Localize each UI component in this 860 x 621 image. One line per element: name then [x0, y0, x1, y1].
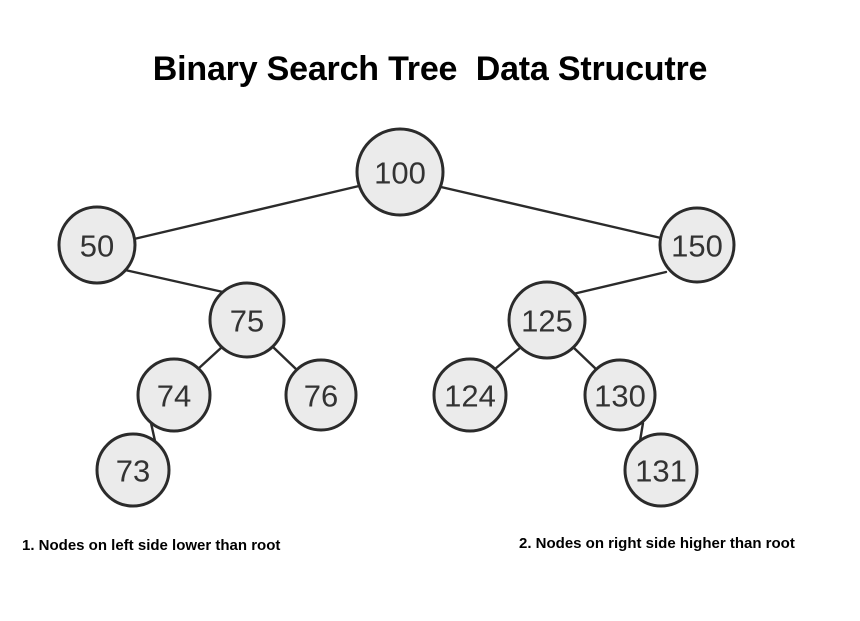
node-circle-75[interactable] [208, 281, 286, 359]
tree-edge-n100-n50 [132, 184, 361, 241]
node-circle-73[interactable] [95, 432, 171, 508]
node-circle-76[interactable] [284, 358, 358, 432]
tree-edge-n75-n74 [196, 345, 224, 371]
node-circle-131[interactable] [623, 432, 699, 508]
node-label-150: 150 [671, 229, 723, 264]
tree-nodes: 100 50 150 75 125 74 76 124 130 73 131 [57, 127, 736, 508]
tree-edge-n50-n75 [123, 268, 225, 294]
node-circle-130[interactable] [583, 358, 657, 432]
node-label-100: 100 [374, 156, 426, 191]
tree-edge-n100-n150 [439, 185, 663, 240]
tree-node-75[interactable]: 75 [208, 281, 286, 359]
node-circle-150[interactable] [658, 206, 736, 284]
node-label-73: 73 [116, 454, 150, 489]
caption-left-rule: 1. Nodes on left side lower than root [22, 537, 281, 554]
page-title: Binary Search Tree Data Strucutre [152, 50, 708, 88]
tree-node-131[interactable]: 131 [623, 432, 699, 508]
node-label-125: 125 [521, 304, 573, 339]
node-circle-124[interactable] [432, 357, 508, 433]
node-label-74: 74 [157, 379, 191, 414]
node-label-130: 130 [594, 379, 646, 414]
tree-node-125[interactable]: 125 [507, 280, 587, 360]
tree-node-130[interactable]: 130 [583, 358, 657, 432]
tree-edge-n74-n73 [149, 421, 157, 443]
tree-edge-n75-n76 [271, 345, 299, 372]
tree-node-50[interactable]: 50 [57, 205, 137, 285]
tree-edge-n125-n124 [493, 345, 523, 371]
caption-right-rule: 2. Nodes on right side higher than root [519, 535, 795, 552]
node-label-124: 124 [444, 379, 496, 414]
tree-edges [123, 184, 668, 443]
tree-edge-n130-n131 [638, 421, 645, 443]
tree-node-76[interactable]: 76 [284, 358, 358, 432]
tree-node-150[interactable]: 150 [658, 206, 736, 284]
tree-edge-n150-n125 [571, 270, 668, 296]
node-circle-74[interactable] [136, 357, 212, 433]
node-label-50: 50 [80, 229, 114, 264]
tree-node-74[interactable]: 74 [136, 357, 212, 433]
tree-edge-n125-n130 [571, 345, 599, 372]
node-circle-100[interactable] [355, 127, 445, 217]
tree-node-100[interactable]: 100 [355, 127, 445, 217]
node-label-75: 75 [230, 304, 264, 339]
tree-node-124[interactable]: 124 [432, 357, 508, 433]
node-label-131: 131 [635, 454, 687, 489]
tree-node-73[interactable]: 73 [95, 432, 171, 508]
node-label-76: 76 [304, 379, 338, 414]
node-circle-125[interactable] [507, 280, 587, 360]
node-circle-50[interactable] [57, 205, 137, 285]
